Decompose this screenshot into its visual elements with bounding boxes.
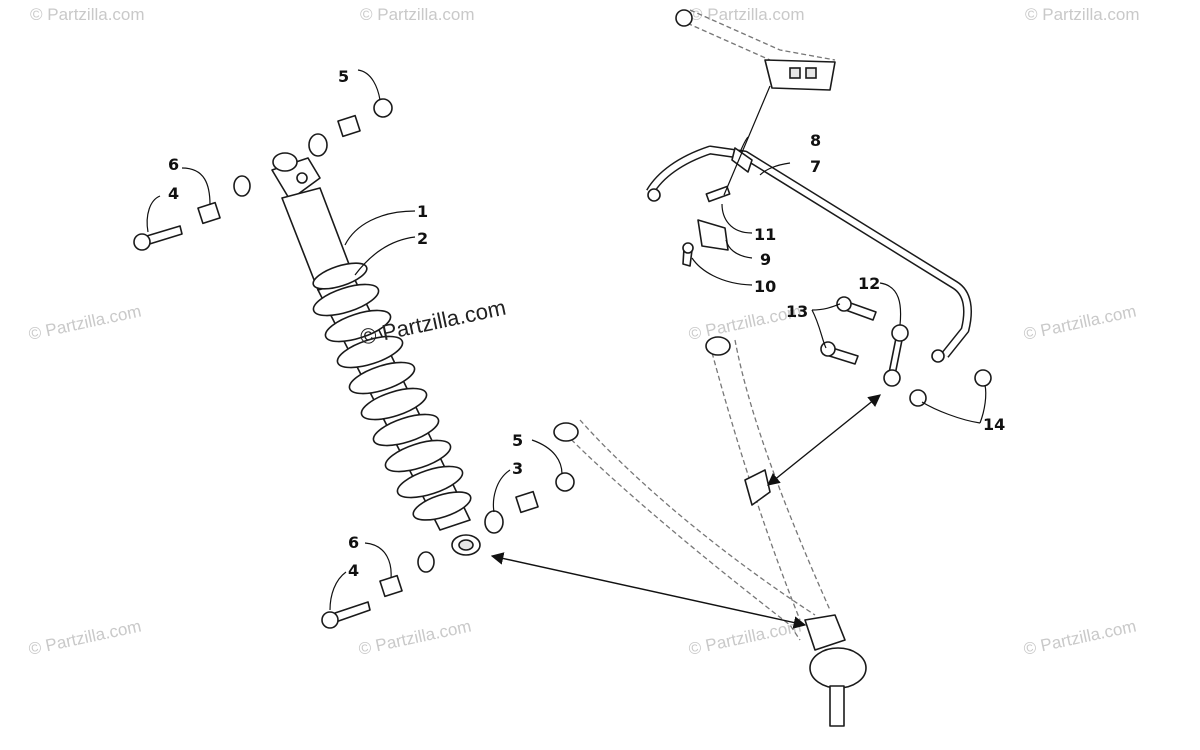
sway-bar-bracket [697,219,729,251]
watermark: © Partzilla.com [357,617,473,659]
shock-mount-bracket [804,614,846,651]
sway-bar [646,145,972,363]
watermark: © Partzilla.com [1025,5,1140,24]
sway-bar-bushing [705,185,731,203]
sway-bar-clamp [731,147,753,173]
watermark: © Partzilla.com [687,617,803,659]
callout-8: 8 [810,131,821,150]
watermark: © Partzilla.com [30,5,145,24]
callout-12: 12 [858,274,880,293]
watermark: © Partzilla.com [27,302,143,344]
callout-labels: 5 6 4 1 2 8 7 11 9 10 12 13 14 5 3 6 4 [168,67,1005,580]
callout-14: 14 [983,415,1005,434]
a-arm-reference [553,336,867,727]
upper-mount-hardware [133,98,393,251]
frame-bracket [675,9,836,91]
watermark: © Partzilla.com [360,5,475,24]
washer [233,175,251,197]
watermark-group: © Partzilla.com © Partzilla.com © Partzi… [27,5,1140,659]
watermark-center: © Partzilla.com [358,295,508,350]
watermark: © Partzilla.com [1022,302,1138,344]
callout-6-top: 6 [168,155,179,174]
leader-lines [146,69,987,611]
callout-2: 2 [417,229,428,248]
watermark: © Partzilla.com [1022,617,1138,659]
washer [417,551,435,573]
callout-4-bottom: 4 [348,561,359,580]
a-arm-bushing-end [553,422,579,442]
ball-joint [809,647,867,689]
callout-7: 7 [810,157,821,176]
callout-1: 1 [417,202,428,221]
callout-9: 9 [760,250,771,269]
sway-link-bracket [744,469,771,506]
bushing [308,133,328,157]
watermark: © Partzilla.com [27,617,143,659]
mount-arrow-link [767,394,881,486]
mount-sleeve [197,201,221,225]
spacer [515,490,539,514]
ball-joint-stud [829,685,845,727]
callout-4-top: 4 [168,184,179,203]
shock-absorber [271,152,481,556]
callout-13: 13 [786,302,808,321]
a-arm-bushing-end [705,336,731,356]
callout-3: 3 [512,459,523,478]
spacer [337,114,361,138]
callout-6-bottom: 6 [348,533,359,552]
lock-nut [974,369,992,387]
callout-5-bottom: 5 [512,431,523,450]
callout-11: 11 [754,225,776,244]
shock-spring [312,262,472,521]
mount-sleeve [379,574,403,598]
lower-mount-hardware [321,472,575,629]
sway-bar-mount-parts [682,185,731,267]
lock-nut [373,98,393,118]
watermark: © Partzilla.com [690,5,805,24]
mount-arrow-shock [490,552,807,629]
callout-10: 10 [754,277,776,296]
bushing [484,510,504,534]
lock-nut [555,472,575,492]
callout-5-top: 5 [338,67,349,86]
sway-link-assembly [820,296,992,407]
